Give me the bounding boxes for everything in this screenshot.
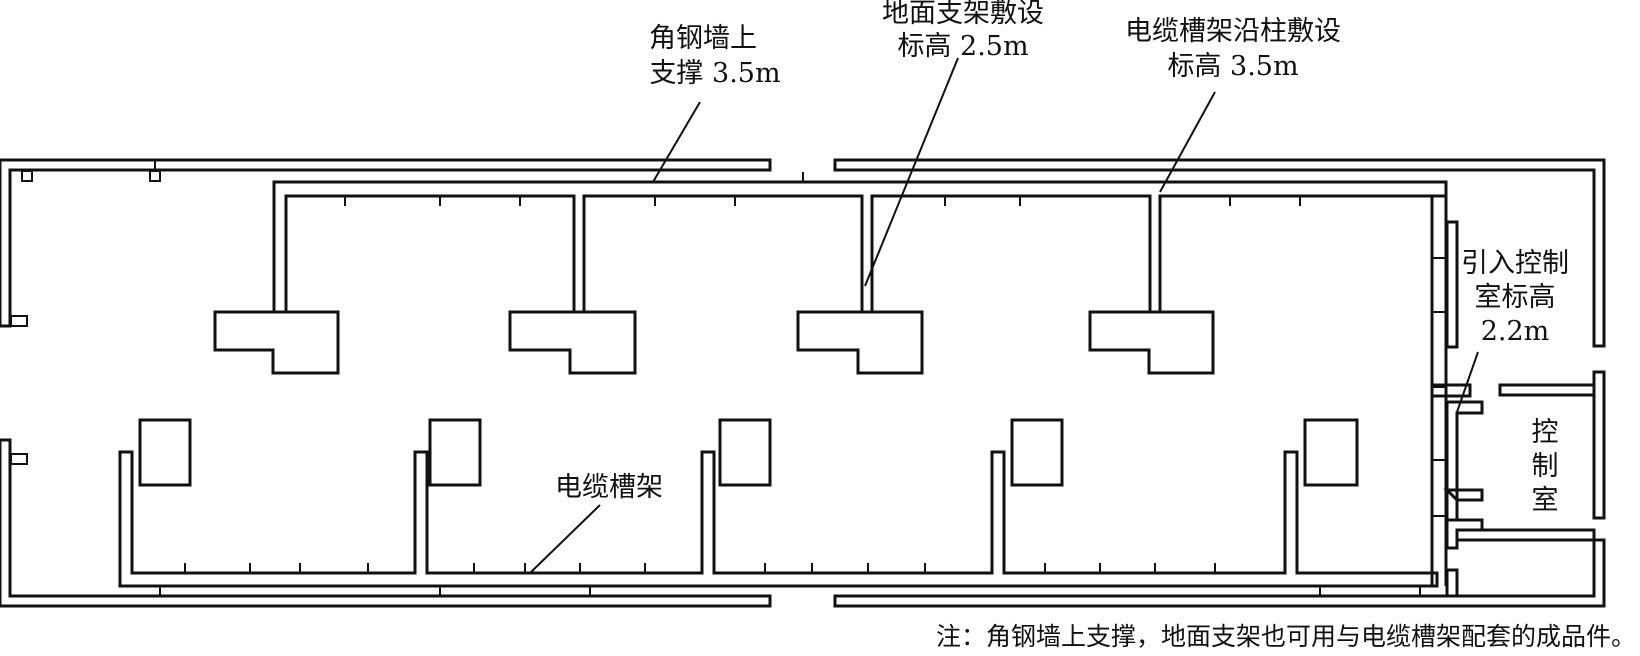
equipment-block-4 (1088, 310, 1215, 375)
bracket (10, 453, 28, 465)
bracket (21, 170, 33, 182)
bracket (149, 170, 161, 182)
label-lead-in-2: 室标高 (1475, 282, 1556, 313)
right-lower-riser (1445, 568, 1459, 598)
lower-equipment (138, 418, 1359, 487)
equipment-block-2 (508, 310, 637, 375)
bracket (10, 315, 28, 327)
lower-cable-tray (118, 450, 1439, 588)
footnote: 注：角钢墙上支撑，地面支架也可用与电缆槽架配套的成品件。 (936, 622, 1636, 651)
right-branch-1 (1445, 400, 1484, 522)
labels: 角钢墙上 支撑 3.5m 地面支架敷设 标高 2.5m 电缆槽架沿柱敷设 标高 … (555, 0, 1636, 651)
bottom-wall-right (833, 538, 1606, 608)
right-riser-tray (1430, 182, 1484, 598)
label-angle-steel-1: 角钢墙上 (649, 23, 757, 54)
label-floor-support-2: 标高 2.5m (897, 31, 1028, 62)
lower-tray-ticks (184, 563, 1216, 573)
outer-walls (0, 158, 1606, 608)
equipment-block-1 (213, 310, 340, 375)
control-room-wall-lower (1457, 528, 1596, 542)
control-room-walls (1432, 383, 1596, 542)
leader-column-laying (1159, 91, 1216, 193)
leader-floor-support (864, 57, 959, 287)
label-column-laying-1: 电缆槽架沿柱敷设 (1125, 16, 1341, 47)
upper-tray-run (272, 180, 1448, 314)
label-column-laying-2: 标高 3.5m (1167, 51, 1298, 82)
left-wall-lower (0, 438, 772, 608)
left-wall-upper (0, 158, 772, 328)
upper-tray-ticks (154, 160, 1433, 206)
equipment-box-1 (138, 418, 192, 487)
equipment-box-5 (1303, 418, 1359, 487)
leader-lines (529, 57, 1479, 574)
label-floor-support-1: 地面支架敷设 (882, 0, 1044, 29)
label-control-room-3: 室 (1532, 485, 1559, 516)
equipment-box-4 (1010, 418, 1064, 487)
right-wall-lower (1592, 370, 1606, 520)
equipment-box-3 (718, 418, 772, 487)
right-branch-2 (1443, 488, 1484, 502)
leader-cable-tray (529, 504, 601, 574)
label-angle-steel-2: 支撑 3.5m (649, 58, 780, 89)
label-cable-tray: 电缆槽架 (555, 472, 663, 503)
label-control-room-2: 制 (1532, 451, 1559, 482)
top-wall-right (833, 158, 1606, 348)
equipment-box-2 (428, 418, 482, 487)
leader-lead-in (1456, 351, 1479, 413)
leader-angle-steel (652, 101, 701, 183)
label-control-room-1: 控 (1532, 417, 1559, 448)
upper-equipment (213, 310, 1215, 375)
right-branch-3 (1445, 518, 1484, 550)
lead-in-box (1432, 383, 1472, 398)
control-room-wall (1498, 383, 1596, 397)
lower-tray-run (118, 450, 1439, 588)
upper-cable-tray (154, 160, 1448, 314)
equipment-block-3 (796, 310, 924, 375)
label-lead-in-3: 2.2m (1481, 316, 1550, 347)
label-lead-in-1: 引入控制 (1461, 248, 1569, 279)
right-riser-segment-upper (1445, 220, 1459, 349)
